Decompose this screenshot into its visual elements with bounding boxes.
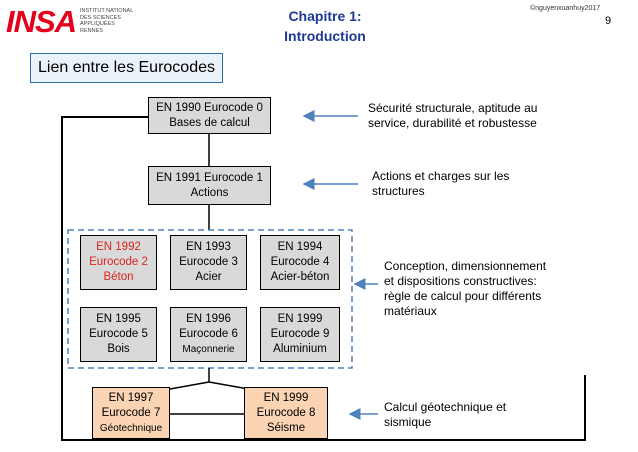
page-title: Chapitre 1: Introduction [284,8,366,44]
note-actions: Actions et charges sur les structures [372,169,510,198]
box-eurocode-9: EN 1999 Eurocode 9 Aluminium [260,307,340,362]
note-securite: Sécurité structurale, aptitude au servic… [368,101,538,130]
box-eurocode-4: EN 1994 Eurocode 4 Acier-béton [260,235,340,290]
feedback-line [61,116,586,441]
copyright: ©nguyenxuanhuy2017 [530,5,601,12]
box-eurocode-2: EN 1992 Eurocode 2 Béton [80,235,157,290]
logo-text: INSA [6,4,77,39]
section-badge: Lien entre les Eurocodes [30,53,223,83]
materials-group [67,229,353,369]
box-eurocode-5: EN 1995 Eurocode 5 Bois [80,307,157,362]
box-eurocode-1: EN 1991 Eurocode 1 Actions [148,166,271,205]
box-eurocode-0: EN 1990 Eurocode 0 Bases de calcul [148,97,271,134]
insa-logo: INSA INSTITUT NATIONAL DES SCIENCES APPL… [6,4,146,42]
box-eurocode-8: EN 1999 Eurocode 8 Séisme [244,387,328,439]
note-conception: Conception, dimensionnement et dispositi… [384,259,547,318]
page-number: 9 [605,15,612,27]
logo-subtitle: INSTITUT NATIONAL DES SCIENCES APPLIQUÉE… [80,8,134,34]
box-eurocode-3: EN 1993 Eurocode 3 Acier [170,235,247,290]
note-geotechnique: Calcul géotechnique et sismique [384,400,507,429]
box-eurocode-7: EN 1997 Eurocode 7 Géotechnique [92,387,170,439]
box-eurocode-6: EN 1996 Eurocode 6 Maçonnerie [170,307,247,362]
